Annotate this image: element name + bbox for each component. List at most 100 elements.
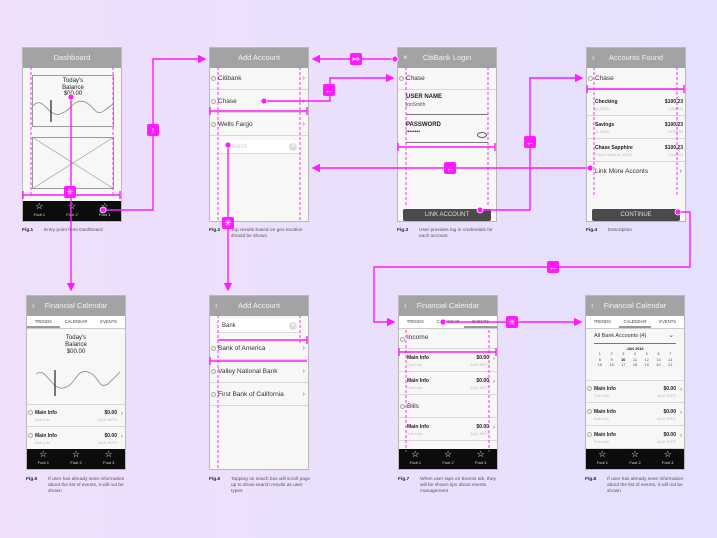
footer-tab-3[interactable]: ☆Foot 3 [651, 449, 684, 469]
footer-tab-3[interactable]: ☆Foot 3 [92, 449, 125, 469]
star-icon: ☆ [476, 449, 485, 459]
eye-icon[interactable] [477, 132, 487, 138]
tab-events[interactable]: EVENTS [100, 319, 118, 324]
back-badge-icon: ← [547, 261, 559, 273]
calendar-day[interactable]: 10 [621, 357, 626, 362]
calendar-day[interactable]: 20 [656, 363, 661, 367]
footer-tab-1[interactable]: ☆Foot 1 [27, 449, 60, 469]
radio-icon [400, 337, 405, 342]
star-icon: ☆ [100, 201, 109, 211]
tab-trends[interactable]: TRENDS [406, 319, 424, 324]
footer-tab-1[interactable]: ☆Foot 1 [399, 449, 432, 469]
tab-calendar[interactable]: CALENDAR [64, 319, 88, 324]
calendar-day[interactable]: 17 [621, 363, 626, 367]
calendar-day[interactable]: 16 [609, 363, 614, 367]
chevron-right-icon: › [302, 345, 305, 352]
star-icon: ☆ [663, 449, 672, 459]
footer-tab-2[interactable]: ☆Foot 2 [60, 449, 93, 469]
footer-tab-1[interactable]: ☆Foot 1 [586, 449, 619, 469]
calendar-day[interactable]: 3 [622, 352, 625, 356]
star-icon: ☆ [630, 449, 640, 459]
radio-icon [587, 432, 592, 437]
calendar-day[interactable]: 9 [610, 357, 613, 362]
search-result-row[interactable]: Bank of America› [210, 338, 308, 360]
continue-button[interactable]: CONTINUE [592, 209, 680, 221]
search-input[interactable]: Bank × [218, 319, 300, 333]
bank-row-citibank[interactable]: Citibank› [210, 68, 308, 90]
screen-citibank-login: ×CitiBank Login Chase USER NAME jonSmith… [397, 47, 497, 222]
calendar-day[interactable]: 1 [598, 352, 601, 356]
calendar-day[interactable]: 8 [598, 357, 601, 362]
calendar-day[interactable]: 12 [644, 357, 649, 362]
calendar-day[interactable]: 19 [644, 363, 649, 367]
username-field[interactable]: USER NAME jonSmith [406, 94, 488, 115]
search-result-row[interactable]: Valley National Bank› [210, 361, 308, 383]
footer-tab-3[interactable]: ☆Foot 3 [464, 449, 497, 469]
back-icon[interactable]: ‹ [404, 301, 407, 310]
calendar-day[interactable]: 2 [610, 352, 613, 356]
back-icon[interactable]: ‹ [32, 301, 35, 310]
search-input[interactable]: Search × [218, 140, 300, 154]
calendar-day[interactable]: 15 [597, 363, 602, 367]
password-field[interactable]: PASSWORD •••••••• [406, 122, 488, 143]
clear-icon[interactable]: × [289, 322, 297, 330]
bank-row-chase[interactable]: Chase› [210, 91, 308, 113]
calendar-day[interactable]: 6 [657, 352, 660, 356]
calendar-day[interactable]: 13 [656, 357, 661, 362]
star-icon: ☆ [39, 449, 48, 459]
footer-tab-3[interactable]: ☆Foot 3 [88, 201, 121, 221]
tab-trends[interactable]: TRENDS [27, 316, 60, 328]
footer-tab-1[interactable]: ☆Foot 1 [23, 201, 56, 221]
calendar-day[interactable]: 11 [633, 357, 637, 362]
tab-events[interactable]: EVENTS [464, 316, 497, 328]
bank-row-wells-fargo[interactable]: Wells Fargo› [210, 114, 308, 136]
username-value: jonSmith [406, 102, 426, 108]
chevron-right-icon: › [493, 356, 495, 362]
clear-icon[interactable]: × [289, 143, 297, 151]
back-icon[interactable]: ‹ [591, 301, 594, 310]
calendar-day[interactable]: 18 [632, 363, 638, 367]
star-icon: ☆ [67, 201, 77, 211]
account-dropdown[interactable]: All Bank Accounts (4) ⌄ [594, 332, 676, 344]
footer-tab-2[interactable]: ☆Foot 2 [432, 449, 465, 469]
footer-tab-2[interactable]: ☆Foot 2 [56, 201, 89, 221]
tab-trends[interactable]: TRENDS [593, 319, 611, 324]
calendar-day[interactable]: 4 [633, 352, 637, 356]
calendar-day[interactable]: 5 [645, 352, 648, 356]
back-icon[interactable]: ‹ [215, 301, 218, 310]
calendar-day[interactable]: 14 [668, 357, 673, 362]
chevron-right-icon: › [302, 98, 305, 105]
close-icon[interactable]: × [403, 53, 408, 62]
tab-calendar[interactable]: CALENDAR [618, 316, 652, 328]
balance-line: Balance [62, 84, 84, 91]
calendar-day[interactable]: 21 [668, 363, 673, 367]
search-result-row[interactable]: First Bank of California› [210, 384, 308, 406]
footer-tab-2[interactable]: ☆Foot 2 [619, 449, 652, 469]
password-label: PASSWORD [406, 122, 441, 128]
header-title: ‹Accounts Found [587, 48, 685, 68]
calendar-week: 15 16 17 18 19 20 21 [594, 363, 676, 369]
screen-financial-calendar-events: ‹Financial Calendar TRENDS CALENDAR EVEN… [398, 295, 498, 470]
link-account-button[interactable]: LINK ACCOUNT [403, 209, 491, 221]
link-more-accounts-row[interactable]: Link More Acconts› [587, 163, 685, 181]
tab-events[interactable]: EVENTS [659, 319, 677, 324]
back-icon[interactable]: ‹ [592, 53, 595, 62]
calendar-day[interactable]: 7 [669, 352, 672, 356]
trend-wave-icon [33, 100, 113, 122]
tab-bar: TRENDS CALENDAR EVENTS [27, 316, 125, 329]
tab-calendar[interactable]: CALENDAR [436, 319, 460, 324]
